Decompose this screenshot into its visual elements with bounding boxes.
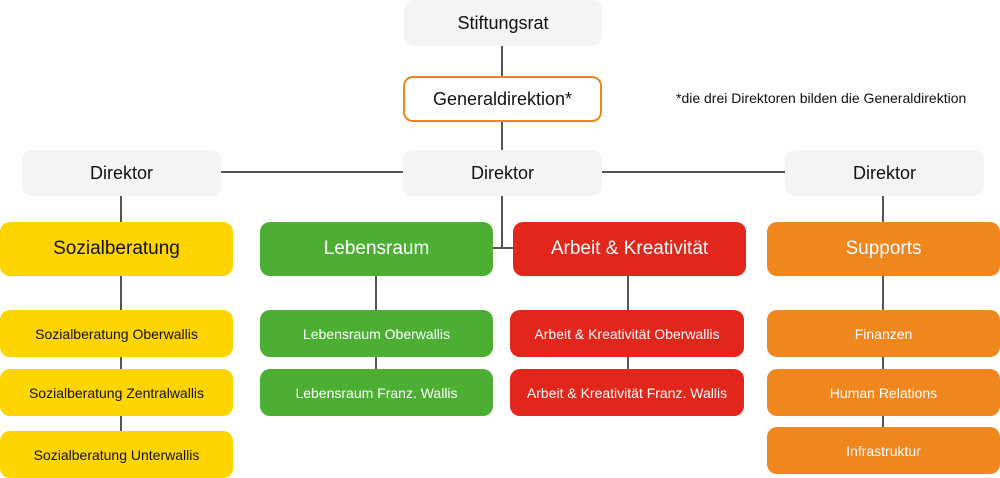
unit-finanzen: Finanzen <box>767 310 1000 357</box>
department-arbeit-kreativitaet: Arbeit & Kreativität <box>513 222 746 276</box>
department-supports: Supports <box>767 222 1000 276</box>
director-center-label: Direktor <box>470 162 534 183</box>
department-title: Sozialberatung <box>53 238 180 259</box>
unit-sozialberatung-zentralwallis: Sozialberatung Zentralwallis <box>0 369 233 416</box>
unit-lebensraum-franz-wallis: Lebensraum Franz. Wallis <box>260 369 493 416</box>
unit-infrastruktur: Infrastruktur <box>767 427 1000 474</box>
unit-label: Human Relations <box>829 384 938 401</box>
general-management-box: Generaldirektion* <box>403 76 602 122</box>
board-label: Stiftungsrat <box>457 12 549 33</box>
unit-lebensraum-oberwallis: Lebensraum Oberwallis <box>260 310 493 357</box>
unit-label: Lebensraum Oberwallis <box>302 325 451 342</box>
board-box: Stiftungsrat <box>404 0 602 46</box>
unit-label: Infrastruktur <box>846 442 921 459</box>
director-center-box: Direktor <box>403 150 602 196</box>
unit-arbeit-oberwallis: Arbeit & Kreativität Oberwallis <box>510 310 744 357</box>
department-title: Supports <box>845 238 922 259</box>
unit-label: Sozialberatung Unterwallis <box>33 446 200 463</box>
general-management-label: Generaldirektion* <box>432 88 573 109</box>
unit-human-relations: Human Relations <box>767 369 1000 416</box>
director-left-box: Direktor <box>22 150 221 196</box>
director-right-box: Direktor <box>785 150 984 196</box>
unit-label: Finanzen <box>854 325 913 342</box>
unit-sozialberatung-unterwallis: Sozialberatung Unterwallis <box>0 431 233 478</box>
unit-label: Arbeit & Kreativität Oberwallis <box>534 325 720 342</box>
unit-sozialberatung-oberwallis: Sozialberatung Oberwallis <box>0 310 233 357</box>
department-title: Lebensraum <box>323 238 430 259</box>
unit-label: Sozialberatung Oberwallis <box>35 325 198 342</box>
unit-arbeit-franz-wallis: Arbeit & Kreativität Franz. Wallis <box>510 369 744 416</box>
department-sozialberatung: Sozialberatung <box>0 222 233 276</box>
unit-label: Arbeit & Kreativität Franz. Wallis <box>526 384 728 401</box>
department-title: Arbeit & Kreativität <box>550 238 709 259</box>
director-left-label: Direktor <box>89 162 153 183</box>
unit-label: Sozialberatung Zentralwallis <box>28 384 205 401</box>
unit-label: Lebensraum Franz. Wallis <box>295 384 458 401</box>
footnote: *die drei Direktoren bilden die Generald… <box>676 90 967 106</box>
department-lebensraum: Lebensraum <box>260 222 493 276</box>
director-right-label: Direktor <box>852 162 916 183</box>
